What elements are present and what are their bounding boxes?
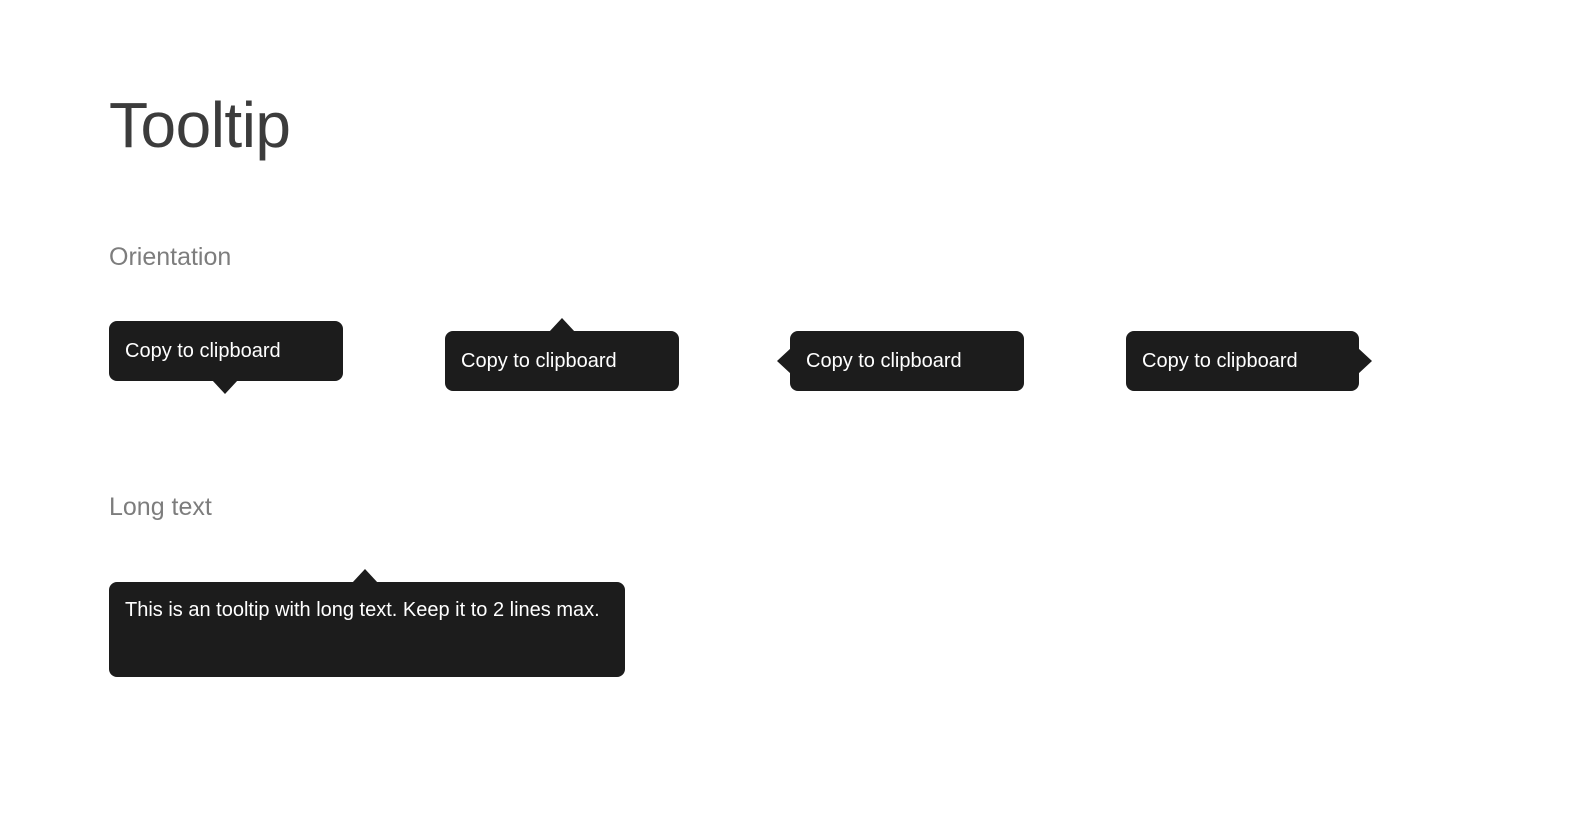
tooltip-long-text[interactable]: This is an tooltip with long text. Keep … (109, 569, 625, 677)
tooltip-copy-to-clipboard-arrow-left[interactable]: Copy to clipboard (777, 331, 1024, 391)
section-label-long-text: Long text (109, 493, 212, 521)
tooltip-copy-to-clipboard-arrow-right[interactable]: Copy to clipboard (1126, 331, 1372, 391)
tooltip-copy-to-clipboard-arrow-bottom[interactable]: Copy to clipboard (109, 321, 343, 394)
tooltip-text: This is an tooltip with long text. Keep … (125, 599, 600, 621)
tooltip-arrow-up-icon (549, 318, 575, 332)
tooltip-arrow-right-icon (1358, 348, 1372, 374)
page-title: Tooltip (109, 88, 291, 161)
tooltip-text: Copy to clipboard (461, 350, 617, 372)
tooltip-arrow-down-icon (212, 380, 238, 394)
tooltip-copy-to-clipboard-arrow-top[interactable]: Copy to clipboard (445, 318, 679, 391)
tooltip-arrow-left-icon (777, 348, 791, 374)
tooltip-text: Copy to clipboard (1142, 350, 1298, 372)
tooltip-text: Copy to clipboard (125, 340, 281, 362)
tooltip-text: Copy to clipboard (806, 350, 962, 372)
section-label-orientation: Orientation (109, 243, 232, 271)
tooltip-arrow-up-icon (352, 569, 378, 583)
